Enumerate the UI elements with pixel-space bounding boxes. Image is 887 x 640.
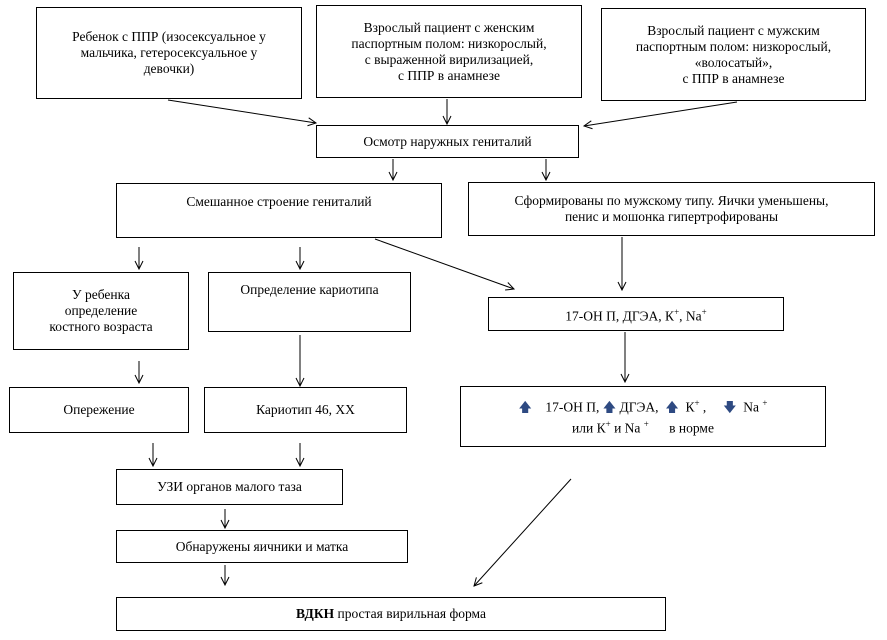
- box-diagnosis: ВДКН простая вирильная форма: [116, 597, 666, 631]
- box-exam-genitals: Осмотр наружных гениталий: [316, 125, 579, 158]
- box-mixed-genitals: Смешанное строение гениталий: [116, 183, 442, 238]
- arrow-up-icon: 🡅: [665, 399, 679, 415]
- labs-text: 17-ОН П, ДГЭА, К: [565, 308, 675, 324]
- arrow-up-icon: 🡅: [518, 399, 532, 415]
- box-ovaries-uterus: Обнаружены яичники и матка: [116, 530, 408, 563]
- box-adult-male: Взрослый пациент с мужским паспортным по…: [601, 8, 866, 101]
- arrow-mixed-to-labs: [374, 238, 514, 289]
- box-male-type: Сформированы по мужскому типу. Яички уме…: [468, 182, 875, 236]
- arrow-child-to-exam: [167, 99, 316, 123]
- box-karyotype-result: Кариотип 46, ХХ: [204, 387, 407, 433]
- arrow-up-icon: 🡅: [602, 399, 617, 415]
- box-labs: 17-ОН П, ДГЭА, К+, Na+: [488, 297, 784, 331]
- box-pelvic-us: УЗИ органов малого таза: [116, 469, 343, 505]
- arrow-male-to-exam: [584, 101, 738, 126]
- arrow-labresult-to-diagnosis: [474, 478, 572, 586]
- box-advance: Опережение: [9, 387, 189, 433]
- box-adult-female: Взрослый пациент с женским паспортным по…: [316, 5, 582, 98]
- box-lab-result: 🡅 17-ОН П, 🡅 ДГЭА, 🡅 К+ , 🡇 Na + или К+ …: [460, 386, 826, 447]
- box-karyotype: Определение кариотипа: [208, 272, 411, 332]
- diagnosis-text: простая вирильная форма: [334, 606, 486, 621]
- diagnosis-abbrev: ВДКН: [296, 606, 335, 621]
- box-child-dsd: Ребенок с ППР (изосексуальное у мальчика…: [36, 7, 302, 99]
- box-bone-age: У ребенка определение костного возраста: [13, 272, 189, 350]
- arrow-down-icon: 🡇: [723, 399, 737, 415]
